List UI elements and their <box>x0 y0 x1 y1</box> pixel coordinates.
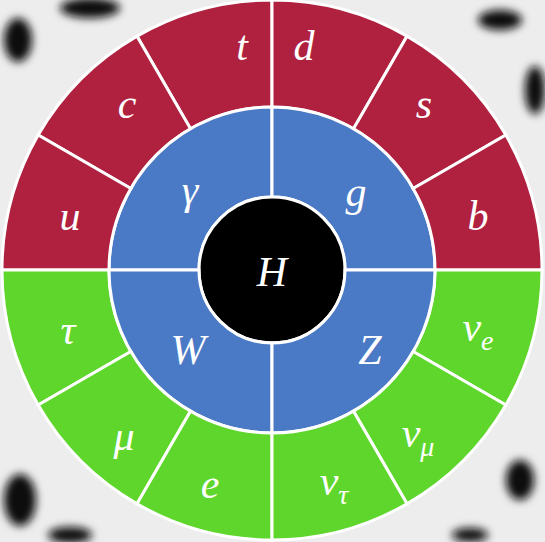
label-holder: νμ <box>402 412 435 461</box>
label-holder: νe <box>462 306 493 355</box>
segment-outline <box>269 409 409 542</box>
label-holder: s <box>416 83 432 125</box>
quark-segment: u <box>0 133 133 272</box>
particle-symbol: e <box>201 461 220 507</box>
particle-symbol: Z <box>358 327 381 373</box>
particle-symbol: c <box>118 81 137 127</box>
label-holder: g <box>346 171 367 213</box>
particle-symbol: γ <box>182 167 199 213</box>
particle-symbol: s <box>416 81 432 127</box>
particle-symbol: τ <box>60 307 75 353</box>
lepton-segment: e <box>134 409 274 542</box>
label-holder: H <box>257 251 287 293</box>
label-holder: W <box>171 329 206 371</box>
label-holder: b <box>468 195 489 237</box>
particle-symbol: ντ <box>320 458 349 504</box>
particle-symbol: W <box>171 327 206 373</box>
particle-symbol: u <box>60 193 81 239</box>
particle-symbol: H <box>257 249 287 295</box>
label-holder: d <box>294 25 315 67</box>
label-holder: c <box>118 83 137 125</box>
particle-symbol: t <box>236 23 248 69</box>
label-holder: ντ <box>320 460 349 509</box>
particle-symbol: νμ <box>402 410 435 456</box>
quark-segment: b <box>411 133 544 272</box>
label-holder: μ <box>113 415 134 457</box>
particle-symbol: νe <box>462 304 493 350</box>
particle-symbol: μ <box>113 413 134 459</box>
label-holder: e <box>201 463 220 505</box>
particle-symbol: b <box>468 193 489 239</box>
label-holder: u <box>60 195 81 237</box>
label-holder: τ <box>60 309 75 351</box>
label-holder: t <box>236 25 248 67</box>
label-holder: γ <box>182 169 199 211</box>
lepton-segment: ντ <box>269 409 409 542</box>
label-holder: Z <box>358 329 381 371</box>
particle-symbol: d <box>294 23 315 69</box>
particle-symbol: g <box>346 169 367 215</box>
